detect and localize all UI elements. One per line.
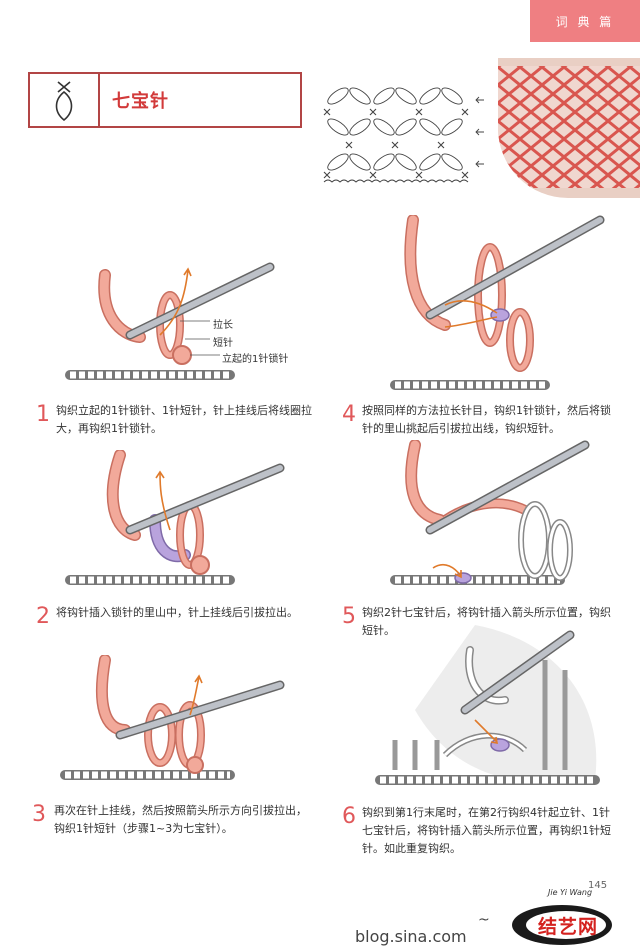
step-5-figure — [390, 440, 590, 585]
step-3-number: 3 — [32, 802, 46, 827]
stitch-chart-diagram — [323, 87, 484, 183]
step-6-text: 钩织到第1行末尾时，在第2行钩织4针起立针、1针七宝针后，将钩针插入箭头所示位置… — [362, 806, 611, 855]
watermark-url: blog.sina.com — [355, 927, 467, 946]
step-5-text: 钩织2针七宝针后，将钩针插入箭头所示位置，钩织短针。 — [362, 606, 611, 637]
page-number: 145 — [588, 880, 608, 891]
step-5-number: 5 — [342, 604, 356, 629]
step-2-figure — [65, 450, 285, 585]
step-1-text: 钩织立起的1针锁针、1针短针，针上挂线后将线圈拉大，再钩织1针锁针。 — [56, 404, 312, 435]
callout-turning-chain: 立起的1针锁针 — [222, 354, 289, 365]
step-3-figure — [60, 655, 285, 780]
step-4-figure — [390, 215, 605, 390]
callout-short-stitch: 短针 — [213, 338, 233, 349]
step-2-text: 将钩针插入锁针的里山中，针上挂线后引拔拉出。 — [56, 606, 298, 619]
step-1-number: 1 — [36, 402, 50, 427]
title-box: 七宝针 — [28, 72, 302, 128]
tilde-mark: ~ — [478, 912, 490, 928]
step-4-number: 4 — [342, 402, 356, 427]
swatch-photo — [498, 58, 640, 198]
step-2-number: 2 — [36, 604, 50, 629]
logo-text: 结艺网 — [538, 916, 599, 938]
stitch-symbol-icon — [30, 74, 100, 126]
step-6-number: 6 — [342, 804, 356, 829]
logo-script: Jie Yi Wang — [548, 888, 593, 897]
step-3-text: 再次在针上挂线，然后按照箭头所示方向引拔拉出，钩织1针短针（步骤1~3为七宝针）… — [54, 804, 307, 835]
category-tab: 词 典 篇 — [530, 0, 640, 42]
callout-pull-long: 拉长 — [213, 320, 233, 331]
step-6-figure — [375, 625, 600, 785]
logo-brush-icon — [512, 905, 612, 945]
page-title: 七宝针 — [112, 91, 169, 112]
step-4-text: 按照同样的方法拉长针目，钩织1针锁针，然后将锁针的里山挑起后引拔拉出线，钩织短针… — [362, 404, 611, 435]
step-1-figure — [65, 262, 275, 380]
